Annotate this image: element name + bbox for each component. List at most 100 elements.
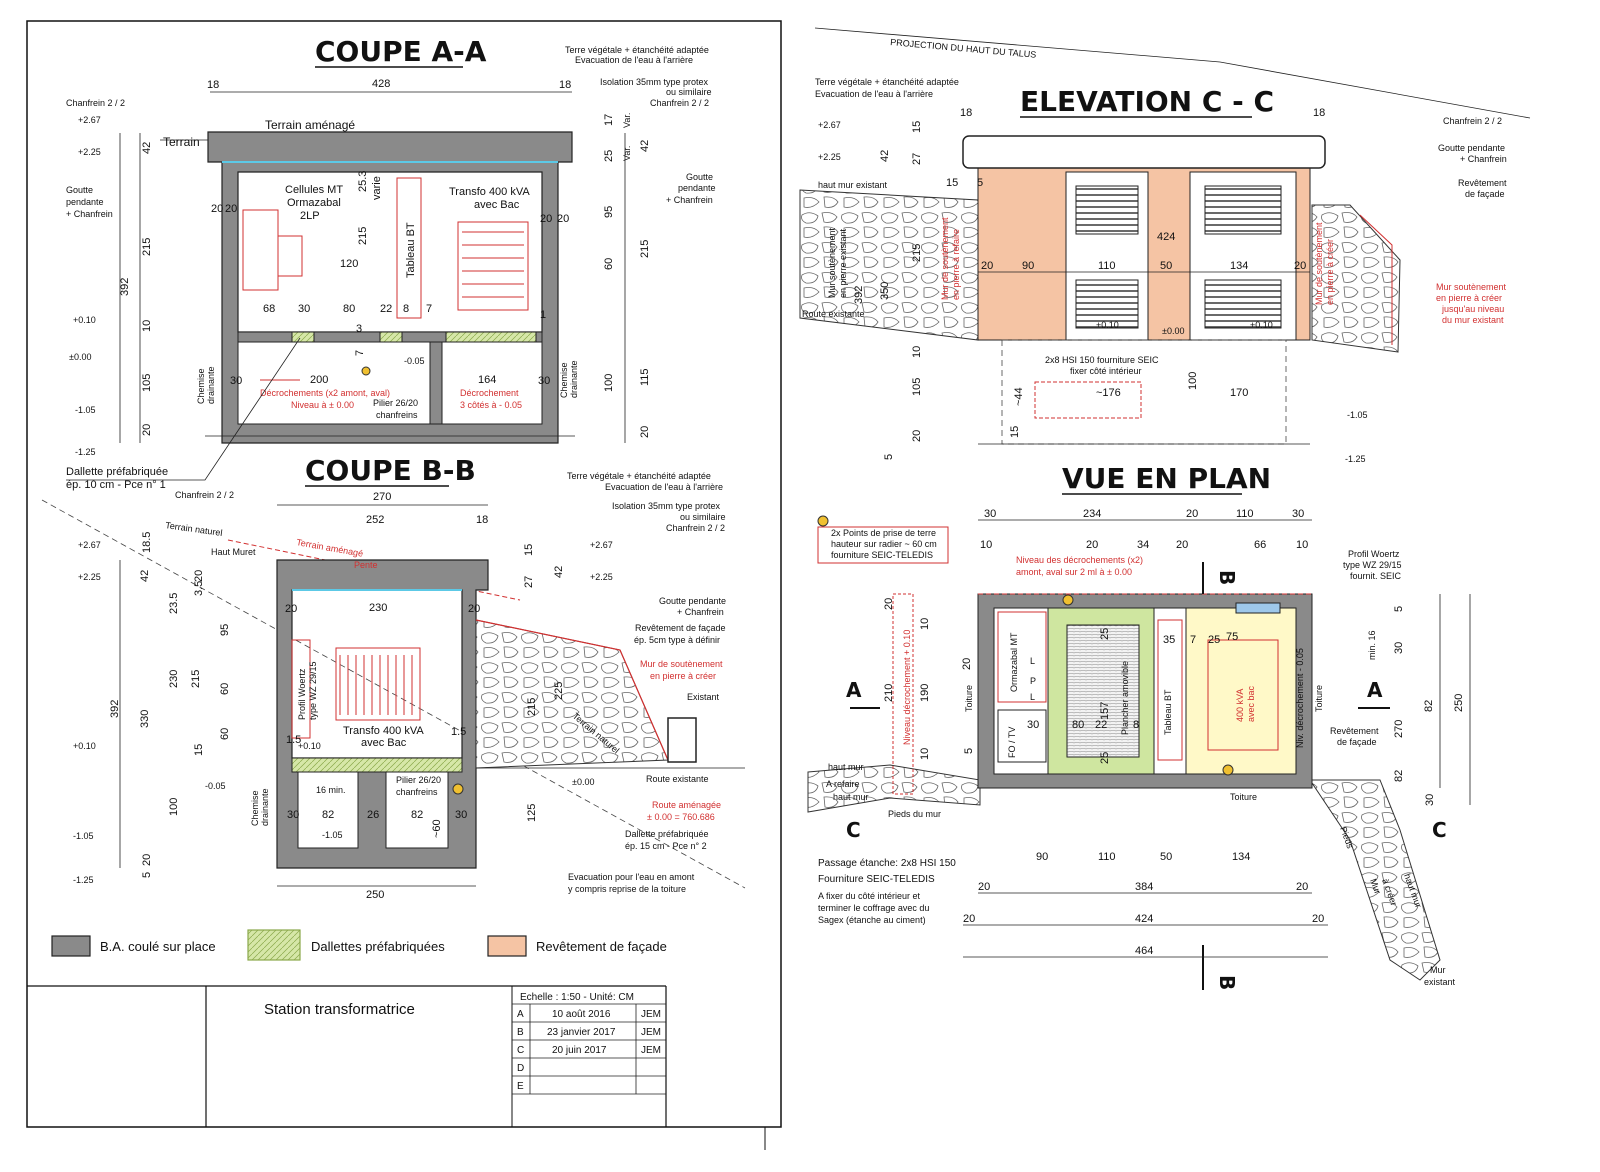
svg-text:5: 5: [963, 748, 975, 754]
svg-text:5: 5: [977, 177, 983, 189]
svg-text:Profil Woertz: Profil Woertz: [1348, 549, 1400, 559]
svg-text:Dallette préfabriquée: Dallette préfabriquée: [625, 829, 709, 839]
svg-text:Transfo 400 kVA: Transfo 400 kVA: [343, 725, 424, 737]
svg-text:20: 20: [557, 213, 569, 225]
svg-text:en pierre à créer: en pierre à créer: [1325, 239, 1335, 305]
svg-text:3 côtés à - 0.05: 3 côtés à - 0.05: [460, 400, 522, 410]
svg-text:125: 125: [526, 804, 538, 822]
svg-text:-1.25: -1.25: [73, 875, 94, 885]
svg-text:±0.00: ±0.00: [69, 352, 91, 362]
svg-text:+0.10: +0.10: [73, 741, 96, 751]
svg-text:100: 100: [168, 798, 180, 816]
svg-text:Chanfrein 2 / 2: Chanfrein 2 / 2: [66, 98, 125, 108]
svg-text:Chanfrein 2 / 2: Chanfrein 2 / 2: [175, 490, 234, 500]
svg-text:100: 100: [603, 374, 615, 392]
coupe-bb-title: COUPE B-B: [305, 454, 476, 487]
svg-text:Dallette préfabriquée: Dallette préfabriquée: [66, 466, 168, 478]
svg-text:+2.25: +2.25: [590, 572, 613, 582]
svg-text:+2.25: +2.25: [78, 147, 101, 157]
legend-swatch-dallettes: [247, 929, 301, 961]
svg-text:C: C: [517, 1045, 524, 1056]
svg-text:23 janvier 2017: 23 janvier 2017: [547, 1027, 616, 1038]
svg-text:~60: ~60: [431, 819, 443, 838]
svg-text:Mur soutènement: Mur soutènement: [827, 227, 837, 298]
svg-text:392: 392: [853, 286, 865, 304]
svg-text:-1.05: -1.05: [322, 830, 343, 840]
svg-text:Terrain aménagé: Terrain aménagé: [296, 537, 364, 559]
title-block-title: Station transformatrice: [264, 1001, 415, 1018]
svg-text:3: 3: [356, 323, 362, 335]
svg-text:215: 215: [526, 698, 538, 716]
svg-text:Goutte pendante: Goutte pendante: [1438, 143, 1505, 153]
svg-text:Goutte: Goutte: [66, 185, 93, 195]
svg-text:+0.10: +0.10: [1096, 320, 1119, 330]
svg-text:82: 82: [411, 809, 423, 821]
svg-text:7: 7: [354, 350, 366, 356]
svg-text:25: 25: [1099, 628, 1111, 640]
svg-text:+0.10: +0.10: [73, 315, 96, 325]
svg-text:90: 90: [1022, 260, 1034, 272]
svg-text:Mur soutènement: Mur soutènement: [1436, 282, 1507, 292]
svg-text:chanfreins: chanfreins: [376, 410, 418, 420]
svg-text:164: 164: [478, 374, 496, 386]
svg-text:ép. 15 cm - Pce n° 2: ép. 15 cm - Pce n° 2: [625, 841, 707, 851]
svg-text:Tableau BT: Tableau BT: [1163, 689, 1173, 735]
svg-text:A fixer du côté intérieur et: A fixer du côté intérieur et: [818, 891, 921, 901]
svg-text:330: 330: [139, 710, 151, 728]
svg-text:22: 22: [380, 303, 392, 315]
svg-text:Terrain: Terrain: [163, 135, 200, 149]
svg-text:60: 60: [219, 683, 231, 695]
svg-text:Pilier 26/20: Pilier 26/20: [373, 398, 418, 408]
svg-text:Evacuation de l'eau à l'arrièr: Evacuation de l'eau à l'arrière: [575, 55, 693, 65]
svg-text:350: 350: [879, 282, 891, 300]
svg-text:Evacuation de l'eau à l'arrièr: Evacuation de l'eau à l'arrière: [815, 89, 933, 99]
svg-text:30: 30: [1292, 508, 1304, 520]
svg-text:Existant: Existant: [687, 692, 720, 702]
sheet-border: [26, 20, 782, 1128]
svg-text:170: 170: [1230, 387, 1248, 399]
svg-text:du mur existant: du mur existant: [1442, 315, 1504, 325]
svg-text:C: C: [846, 818, 861, 842]
svg-text:JEM: JEM: [641, 1009, 661, 1020]
svg-text:E: E: [517, 1081, 524, 1092]
title-block: Station transformatrice Echelle : 1:50 -…: [27, 985, 667, 1127]
svg-text:Niveau à ± 0.00: Niveau à ± 0.00: [291, 400, 354, 410]
svg-text:JEM: JEM: [641, 1027, 661, 1038]
svg-text:avec bac: avec bac: [1246, 685, 1256, 722]
svg-text:80: 80: [1072, 719, 1084, 731]
svg-text:134: 134: [1230, 260, 1248, 272]
svg-text:270: 270: [1393, 720, 1405, 738]
svg-text:230: 230: [168, 670, 180, 688]
svg-text:20: 20: [141, 424, 153, 436]
svg-text:27: 27: [523, 576, 535, 588]
svg-text:20: 20: [963, 913, 975, 925]
svg-text:110: 110: [1098, 851, 1116, 863]
svg-text:7: 7: [1190, 634, 1196, 646]
svg-text:L: L: [1030, 692, 1035, 702]
svg-text:25: 25: [603, 150, 615, 162]
svg-text:drainante: drainante: [569, 360, 579, 398]
svg-text:17: 17: [603, 114, 615, 126]
svg-text:20: 20: [911, 430, 923, 442]
svg-text:35: 35: [1163, 634, 1175, 646]
svg-text:Terrain naturel: Terrain naturel: [165, 520, 223, 538]
svg-text:1.5: 1.5: [286, 734, 301, 746]
svg-text:Toiture: Toiture: [964, 685, 974, 712]
svg-text:134: 134: [1232, 851, 1250, 863]
svg-text:80: 80: [343, 303, 355, 315]
svg-text:424: 424: [1157, 231, 1175, 243]
svg-text:10 août 2016: 10 août 2016: [552, 1009, 611, 1020]
svg-text:+ Chanfrein: + Chanfrein: [677, 607, 724, 617]
svg-text:Niveau décrochement + 0.10: Niveau décrochement + 0.10: [902, 630, 912, 745]
svg-text:10: 10: [980, 539, 992, 551]
svg-text:hauteur sur radier ~ 60 cm: hauteur sur radier ~ 60 cm: [831, 539, 937, 549]
svg-text:+2.67: +2.67: [78, 115, 101, 125]
svg-text:L: L: [1030, 656, 1035, 666]
svg-text:23.5: 23.5: [168, 593, 180, 614]
svg-text:392: 392: [119, 278, 131, 296]
svg-text:10: 10: [141, 320, 153, 332]
svg-text:20: 20: [978, 881, 990, 893]
svg-text:B: B: [1215, 975, 1239, 990]
svg-text:2x Points de prise de terre: 2x Points de prise de terre: [831, 528, 936, 538]
